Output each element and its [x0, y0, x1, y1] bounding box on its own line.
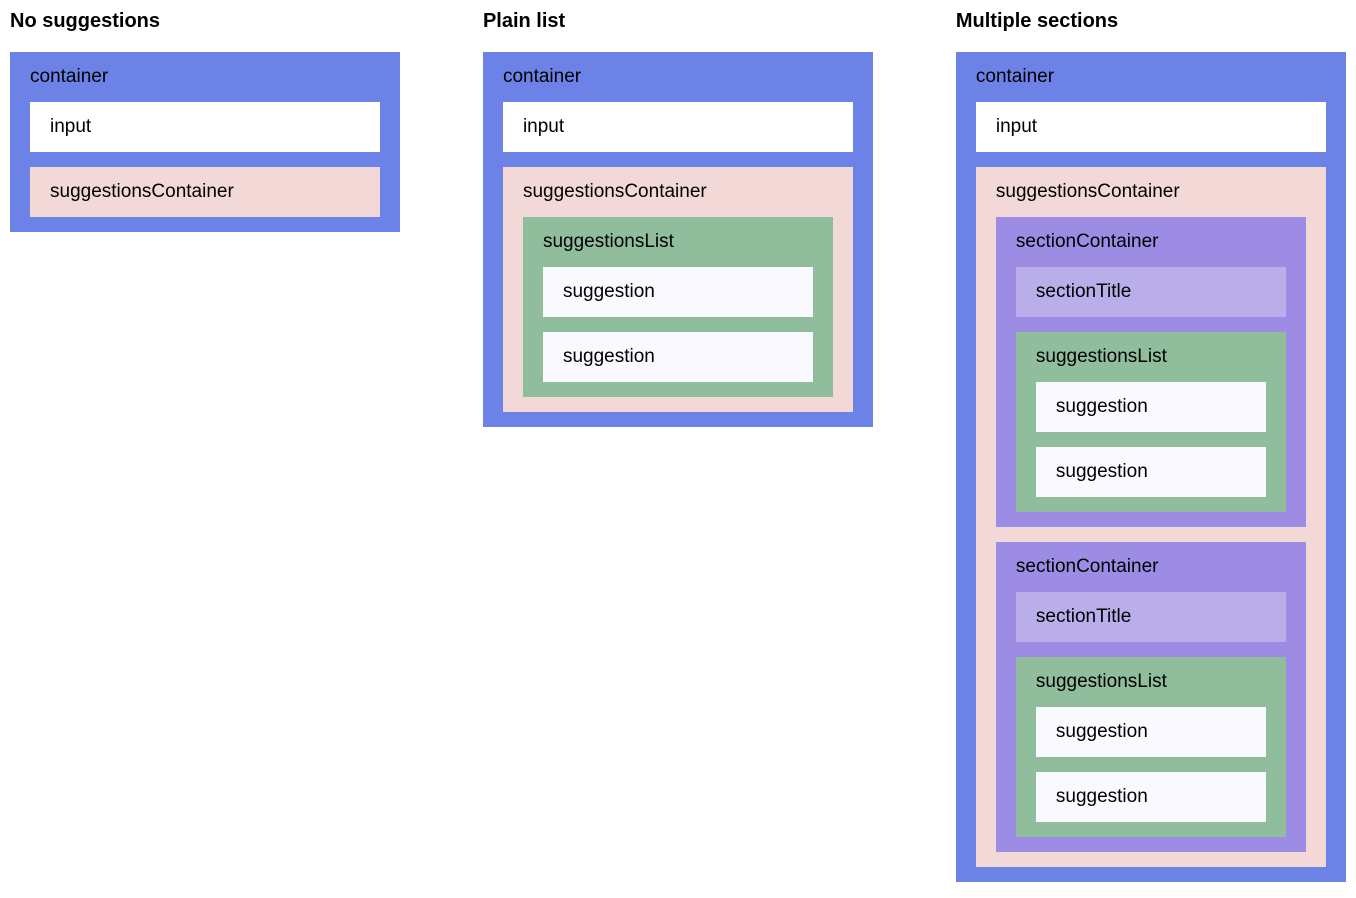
input-label: input [522, 116, 565, 137]
suggestions-list-box: suggestionsList suggestion suggestion [1015, 332, 1286, 512]
suggestion-box: suggestion [542, 267, 814, 317]
suggestion-label: suggestion [1055, 461, 1148, 482]
suggestion-box: suggestion [1035, 447, 1266, 497]
suggestion-label: suggestion [562, 346, 655, 367]
suggestion-box: suggestion [1035, 382, 1266, 432]
section-container-box: sectionContainer sectionTitle suggestion… [995, 542, 1306, 852]
suggestions-list-label: suggestionsList [542, 231, 674, 252]
suggestion-label: suggestion [1055, 396, 1148, 417]
section-title-label: sectionTitle [1035, 606, 1132, 627]
column-heading-plain-list: Plain list [482, 10, 566, 32]
suggestion-label: suggestion [562, 281, 655, 302]
container-label: container [30, 66, 109, 87]
section-title-box: sectionTitle [1015, 592, 1286, 642]
suggestion-label: suggestion [1055, 786, 1148, 807]
suggestions-container-box: suggestionsContainer [30, 167, 381, 217]
input-box: input [975, 102, 1326, 152]
container-label: container [975, 66, 1055, 87]
input-box: input [30, 102, 381, 152]
suggestions-container-box: suggestionsContainer sectionContainer se… [975, 167, 1326, 867]
container-label: container [502, 66, 582, 87]
suggestions-container-box: suggestionsContainer suggestionsList sug… [502, 167, 854, 412]
theme-structure-examples: No suggestions container input suggestio… [10, 10, 1346, 882]
suggestion-box: suggestion [1035, 772, 1266, 822]
input-box: input [502, 102, 854, 152]
suggestions-container-label: suggestionsContainer [50, 181, 234, 202]
suggestion-box: suggestion [1035, 707, 1266, 757]
example-multiple-sections: Multiple sections container input sugges… [955, 10, 1346, 882]
section-container-label: sectionContainer [1015, 231, 1159, 252]
container-box: container input suggestionsContainer [10, 52, 401, 232]
suggestions-list-box: suggestionsList suggestion suggestion [522, 217, 834, 397]
section-title-label: sectionTitle [1035, 281, 1132, 302]
suggestions-container-label: suggestionsContainer [522, 181, 707, 202]
suggestion-label: suggestion [1055, 721, 1148, 742]
column-heading-multiple-sections: Multiple sections [955, 10, 1119, 32]
section-container-label: sectionContainer [1015, 556, 1159, 577]
example-no-suggestions: No suggestions container input suggestio… [10, 10, 401, 232]
input-label: input [50, 116, 92, 137]
section-container-box: sectionContainer sectionTitle suggestion… [995, 217, 1306, 527]
container-box: container input suggestionsContainer sug… [482, 52, 874, 427]
section-title-box: sectionTitle [1015, 267, 1286, 317]
suggestions-container-label: suggestionsContainer [995, 181, 1180, 202]
input-label: input [995, 116, 1038, 137]
suggestions-list-label: suggestionsList [1035, 346, 1167, 367]
suggestion-box: suggestion [542, 332, 814, 382]
container-box: container input suggestionsContainer sec… [955, 52, 1346, 882]
column-heading-no-suggestions: No suggestions [10, 10, 161, 32]
suggestions-list-box: suggestionsList suggestion suggestion [1015, 657, 1286, 837]
example-plain-list: Plain list container input suggestionsCo… [482, 10, 874, 427]
suggestions-list-label: suggestionsList [1035, 671, 1167, 692]
